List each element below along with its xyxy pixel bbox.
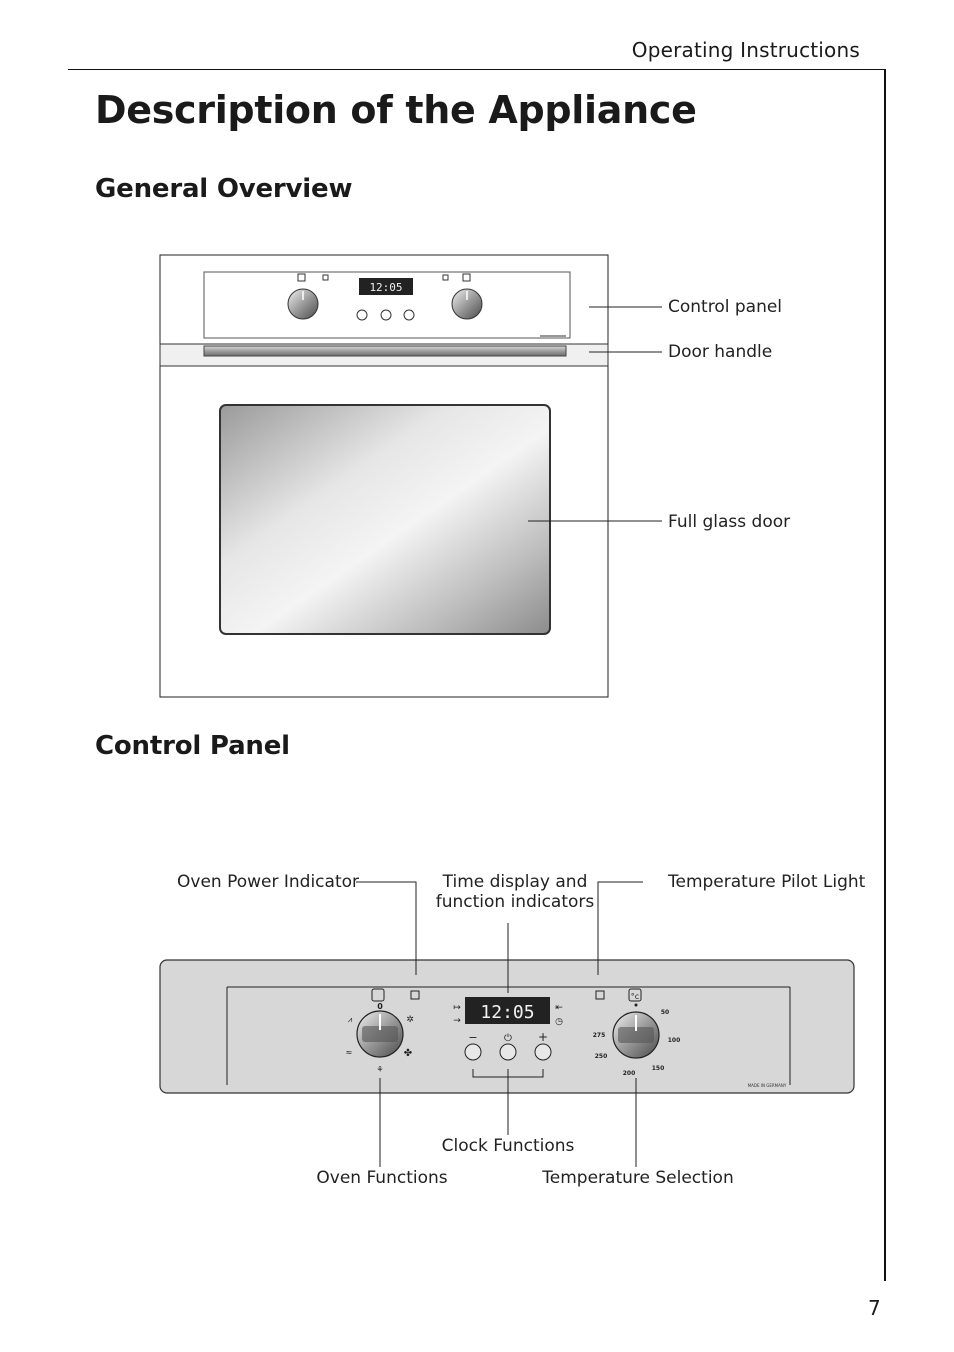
control-panel-detail: °c 0 ⩘ ✲ ≈ ✤ ⚘ 12:05 ↦ → ⇤ ◷ − ⏻ + 50: [159, 959, 855, 1094]
page-title: Description of the Appliance: [95, 88, 697, 132]
label-door-handle: Door handle: [668, 342, 773, 362]
svg-text:50: 50: [661, 1009, 669, 1016]
svg-text:°c: °c: [631, 992, 639, 1001]
label-control-panel: Control panel: [668, 297, 783, 317]
time-display: [465, 997, 550, 1024]
label-time-display-line2: function indicators: [435, 892, 595, 912]
oven-front: 12:05: [159, 254, 609, 698]
page-number: 7: [868, 1296, 881, 1320]
clock-button: [499, 1043, 517, 1061]
svg-text:0: 0: [377, 1002, 383, 1011]
glass-door-window: [219, 404, 551, 635]
svg-text:⚘: ⚘: [376, 1065, 383, 1074]
svg-text:✤: ✤: [404, 1048, 412, 1059]
svg-text:275: 275: [593, 1032, 606, 1039]
svg-text:12:05: 12:05: [369, 281, 402, 294]
margin-rule: [884, 69, 886, 1281]
svg-text:100: 100: [668, 1037, 681, 1044]
svg-text:⇤: ⇤: [555, 1003, 563, 1013]
svg-text:250: 250: [595, 1053, 608, 1060]
minus-button: [464, 1043, 482, 1061]
section-heading-general-overview: General Overview: [95, 174, 353, 204]
svg-text:→: →: [453, 1016, 461, 1026]
label-oven-power-indicator: Oven Power Indicator: [177, 872, 360, 892]
svg-text:✲: ✲: [406, 1015, 414, 1025]
running-header: Operating Instructions: [631, 38, 860, 62]
svg-text:↦: ↦: [453, 1003, 461, 1013]
svg-text:−: −: [468, 1031, 477, 1044]
svg-text:⏻: ⏻: [504, 1033, 512, 1044]
label-temperature-selection: Temperature Selection: [542, 1168, 734, 1188]
door-handle-bar: [203, 345, 567, 357]
label-full-glass-door: Full glass door: [668, 512, 791, 532]
svg-text:MADE IN GERMANY: MADE IN GERMANY: [748, 1083, 787, 1088]
svg-text:≈: ≈: [346, 1048, 353, 1057]
oven-power-indicator-lamp: [371, 988, 385, 1002]
header-rule: [68, 69, 885, 70]
panel-leader-lines: [356, 881, 643, 1167]
svg-text:◷: ◷: [555, 1017, 563, 1027]
label-time-display-line1: Time display and: [442, 872, 588, 892]
small-time-display: [359, 278, 413, 295]
svg-text:150: 150: [652, 1065, 665, 1072]
label-temperature-pilot-light: Temperature Pilot Light: [668, 872, 866, 892]
overview-leader-lines: [528, 306, 662, 522]
oven-function-knob-small: [287, 288, 319, 320]
section-heading-control-panel: Control Panel: [95, 731, 290, 761]
temperature-scale: 50 100 150 200 250 275: [593, 1009, 681, 1077]
plus-button: [534, 1043, 552, 1061]
svg-text:12:05: 12:05: [480, 1002, 534, 1023]
temperature-pilot-lamp: [595, 990, 605, 1000]
temperature-knob-small: [451, 288, 483, 320]
svg-text:⩘: ⩘: [348, 1015, 353, 1024]
label-clock-functions: Clock Functions: [441, 1136, 575, 1156]
svg-text:+: +: [538, 1030, 548, 1044]
label-oven-functions: Oven Functions: [316, 1168, 448, 1188]
svg-text:200: 200: [623, 1070, 636, 1077]
